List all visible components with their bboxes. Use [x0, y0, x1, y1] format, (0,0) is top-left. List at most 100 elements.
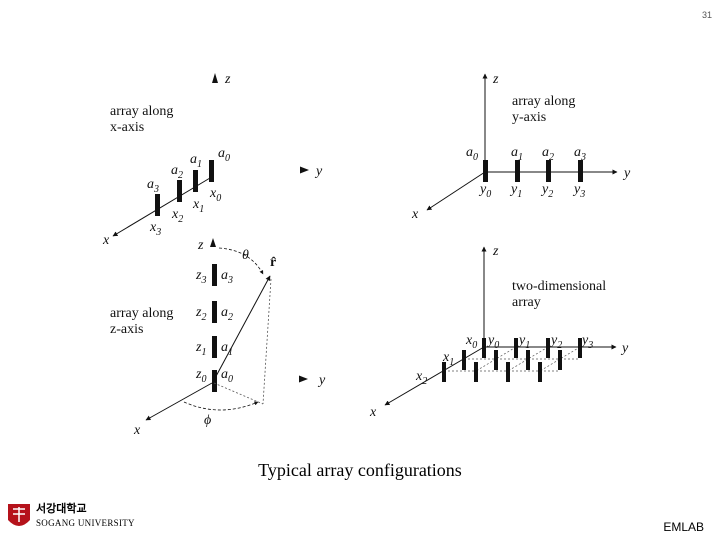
x-axis-line — [384, 346, 485, 406]
university-name-korean: 서강대학교 — [36, 502, 87, 515]
panel-x-axis-array: z y x array along x-axis a0 a1 a2 a3 x0 … — [102, 72, 323, 248]
array-element-a3 — [578, 160, 583, 182]
theta-arc — [218, 247, 264, 275]
x-axis-label: x — [133, 423, 141, 438]
r-hat-ground-line — [213, 382, 264, 405]
label-a2: a2 — [171, 163, 183, 181]
label-a1: a1 — [221, 340, 233, 358]
array-element-x1-y1 — [494, 350, 498, 370]
array-element-a3 — [155, 194, 160, 216]
label-y0: y0 — [486, 333, 499, 351]
label-z0: z0 — [195, 367, 206, 385]
page-number: 31 — [701, 10, 712, 20]
r-hat-label: r̂ — [270, 255, 277, 270]
array-element-a0 — [209, 160, 214, 182]
label-y2: y2 — [549, 333, 562, 351]
y-axis-label: y — [314, 164, 323, 179]
label-a2: a2 — [221, 305, 233, 323]
x-axis-label: x — [102, 233, 110, 248]
panel-title-line2: array — [512, 295, 541, 310]
label-y3: y3 — [580, 333, 593, 351]
label-a3: a3 — [147, 177, 159, 195]
panel-two-dimensional-array: z y x two-dimensional array — [369, 244, 629, 420]
z-axis-arrowhead — [212, 73, 218, 83]
panel-title-line1: two-dimensional — [512, 279, 606, 294]
label-y0: y0 — [478, 182, 491, 200]
array-element-a2 — [546, 160, 551, 182]
panel-title-line1: array along — [512, 94, 575, 109]
label-a0: a0 — [466, 145, 478, 163]
array-element-x0-y0 — [482, 338, 486, 358]
y-axis-label: y — [622, 166, 631, 181]
label-a1: a1 — [190, 152, 202, 170]
array-element-a0 — [483, 160, 488, 182]
y-axis-label: y — [317, 373, 326, 388]
array-element-x1-y3 — [558, 350, 562, 370]
array-element-a2 — [212, 301, 217, 323]
array-element-a1 — [212, 336, 217, 358]
z-axis-label: z — [224, 72, 231, 87]
array-element-a0 — [212, 370, 217, 392]
panel-title-line2: y-axis — [512, 110, 546, 125]
array-element-x0-y1 — [514, 338, 518, 358]
panel-title-line2: z-axis — [110, 322, 143, 337]
label-a0: a0 — [218, 146, 230, 164]
label-x1: x1 — [192, 197, 204, 215]
z-axis-label: z — [492, 72, 499, 87]
x-axis-line — [426, 171, 486, 211]
z-axis-arrowhead — [210, 238, 216, 247]
theta-label: θ — [242, 248, 249, 263]
panel-z-axis-array: z y x array along z-axis z3 z2 z1 z0 a3 … — [110, 238, 326, 438]
y-axis-label: y — [620, 341, 629, 356]
label-a1: a1 — [511, 145, 523, 163]
university-logo: 서강대학교 SOGANG UNIVERSITY — [6, 500, 135, 534]
array-element-x2-y2 — [506, 362, 510, 382]
label-y1: y1 — [517, 333, 530, 351]
array-element-x2-y3 — [538, 362, 542, 382]
label-z2: z2 — [195, 305, 206, 323]
figure-caption: Typical array configurations — [258, 460, 462, 480]
phi-label: ϕ — [204, 413, 211, 428]
label-z1: z1 — [195, 340, 206, 358]
label-y2: y2 — [540, 182, 553, 200]
label-a3: a3 — [574, 145, 586, 163]
y-axis-arrowhead — [299, 375, 308, 383]
label-a3: a3 — [221, 268, 233, 286]
array-element-x0-y2 — [546, 338, 550, 358]
array-element-x0-y3 — [578, 338, 582, 358]
r-hat-projection — [262, 278, 272, 405]
phi-arc — [183, 401, 259, 411]
array-element-x1-y0 — [462, 350, 466, 370]
array-element-x1-y2 — [526, 350, 530, 370]
panel-title-line2: x-axis — [110, 120, 144, 135]
r-hat-vector — [213, 275, 271, 381]
panel-title-line1: array along — [110, 306, 173, 321]
array-element-a2 — [177, 180, 182, 202]
university-emblem-icon — [8, 504, 30, 526]
label-x2: x2 — [171, 207, 183, 225]
array-element-a3 — [212, 264, 217, 286]
x-axis-label: x — [369, 405, 377, 420]
array-element-a1 — [515, 160, 520, 182]
array-element-a1 — [193, 170, 198, 192]
panel-y-axis-array: z y x array along y-axis a0 a1 a2 a3 y0 … — [411, 72, 631, 222]
x-axis-line — [145, 382, 213, 421]
y-axis-arrowhead — [300, 166, 309, 174]
panel-title-line1: array along — [110, 104, 173, 119]
university-name-english: SOGANG UNIVERSITY — [36, 518, 135, 528]
array-element-x2-y0 — [442, 362, 446, 382]
label-x2: x2 — [415, 369, 427, 387]
label-x0: x0 — [465, 333, 477, 351]
z-axis-label: z — [492, 244, 499, 259]
label-z3: z3 — [195, 268, 206, 286]
label-x0: x0 — [209, 186, 221, 204]
label-x3: x3 — [149, 220, 161, 238]
array-element-x2-y1 — [474, 362, 478, 382]
footer-label: EMLAB — [663, 520, 704, 534]
z-axis-label: z — [197, 238, 204, 253]
label-x1: x1 — [442, 350, 454, 368]
label-a0: a0 — [221, 367, 233, 385]
label-y3: y3 — [572, 182, 585, 200]
